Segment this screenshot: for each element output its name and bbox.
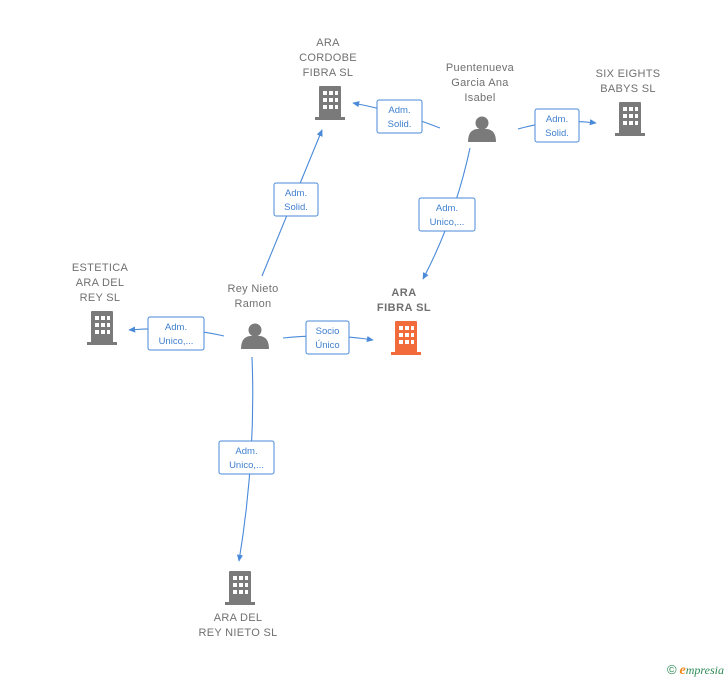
node-ara-del-rey-nieto[interactable]: ARA DEL REY NIETO SL xyxy=(199,571,278,639)
node-label: Garcia Ana xyxy=(451,77,509,89)
edge-rey-nieto-ara-fibra[interactable]: Socio Único xyxy=(282,320,374,355)
edge-label: Único xyxy=(315,340,339,351)
building-icon xyxy=(225,571,255,605)
person-icon xyxy=(468,116,496,142)
edge-label: Socio xyxy=(316,326,340,337)
node-label: FIBRA SL xyxy=(303,67,354,79)
edge-label: Adm. xyxy=(388,105,410,116)
person-icon xyxy=(241,323,269,349)
brand-watermark: ©empresia xyxy=(667,662,724,679)
building-icon xyxy=(87,311,117,345)
edge-label: Unico,... xyxy=(229,460,264,471)
edge-puentenueva-ara-cordobe[interactable]: Adm. Solid. xyxy=(352,99,441,134)
edge-label: Solid. xyxy=(284,202,308,213)
node-label: CORDOBE xyxy=(299,52,357,64)
edge-label: Unico,... xyxy=(430,217,465,228)
node-label: SIX EIGHTS xyxy=(596,68,661,80)
copyright-icon: © xyxy=(666,662,677,677)
edge-label: Solid. xyxy=(388,119,412,130)
node-label: ARA xyxy=(391,287,416,299)
edge-rey-nieto-ara-del-rey[interactable]: Adm. Unico,... xyxy=(218,356,275,562)
node-label: Rey Nieto xyxy=(228,283,279,295)
node-estetica-ara-del-rey[interactable]: ESTETICA ARA DEL REY SL xyxy=(72,262,129,345)
node-label: REY SL xyxy=(80,292,121,304)
edges: Adm. Solid. Adm. Solid. Adm. Unico,... A… xyxy=(128,99,597,562)
edge-label: Adm. xyxy=(436,203,458,214)
edge-label: Solid. xyxy=(545,128,569,139)
node-label: ARA DEL xyxy=(76,277,125,289)
node-label: FIBRA SL xyxy=(377,302,431,314)
node-label: REY NIETO SL xyxy=(199,627,278,639)
edge-label: Adm. xyxy=(546,114,568,125)
node-ara-fibra-main[interactable]: ARA FIBRA SL xyxy=(377,287,431,355)
node-label: Ramon xyxy=(235,298,272,310)
node-rey-nieto-ramon[interactable]: Rey Nieto Ramon xyxy=(228,283,279,349)
node-label: ARA DEL xyxy=(214,612,263,624)
brand-name: mpresia xyxy=(685,663,724,677)
edge-rey-nieto-ara-cordobe[interactable]: Adm. Solid. xyxy=(261,129,323,277)
edge-label: Adm. xyxy=(165,322,187,333)
node-label: Isabel xyxy=(464,92,495,104)
edge-label: Adm. xyxy=(235,446,257,457)
node-ara-cordobe-fibra[interactable]: ARA CORDOBE FIBRA SL xyxy=(299,37,357,120)
edge-label: Adm. xyxy=(285,188,307,199)
node-label: BABYS SL xyxy=(600,83,656,95)
node-six-eights-babys[interactable]: SIX EIGHTS BABYS SL xyxy=(596,68,661,136)
node-label: ARA xyxy=(316,37,340,49)
building-icon xyxy=(315,86,345,120)
edge-label: Unico,... xyxy=(159,336,194,347)
node-label: ESTETICA xyxy=(72,262,129,274)
edge-puentenueva-six-eights[interactable]: Adm. Solid. xyxy=(517,108,597,143)
edge-puentenueva-ara-fibra[interactable]: Adm. Unico,... xyxy=(418,147,476,280)
node-puentenueva-garcia-ana-isabel[interactable]: Puentenueva Garcia Ana Isabel xyxy=(446,62,515,142)
building-icon xyxy=(391,321,421,355)
brand-letter: e xyxy=(679,663,686,678)
node-label: Puentenueva xyxy=(446,62,515,74)
edge-rey-nieto-estetica[interactable]: Adm. Unico,... xyxy=(128,316,225,351)
building-icon xyxy=(615,102,645,136)
